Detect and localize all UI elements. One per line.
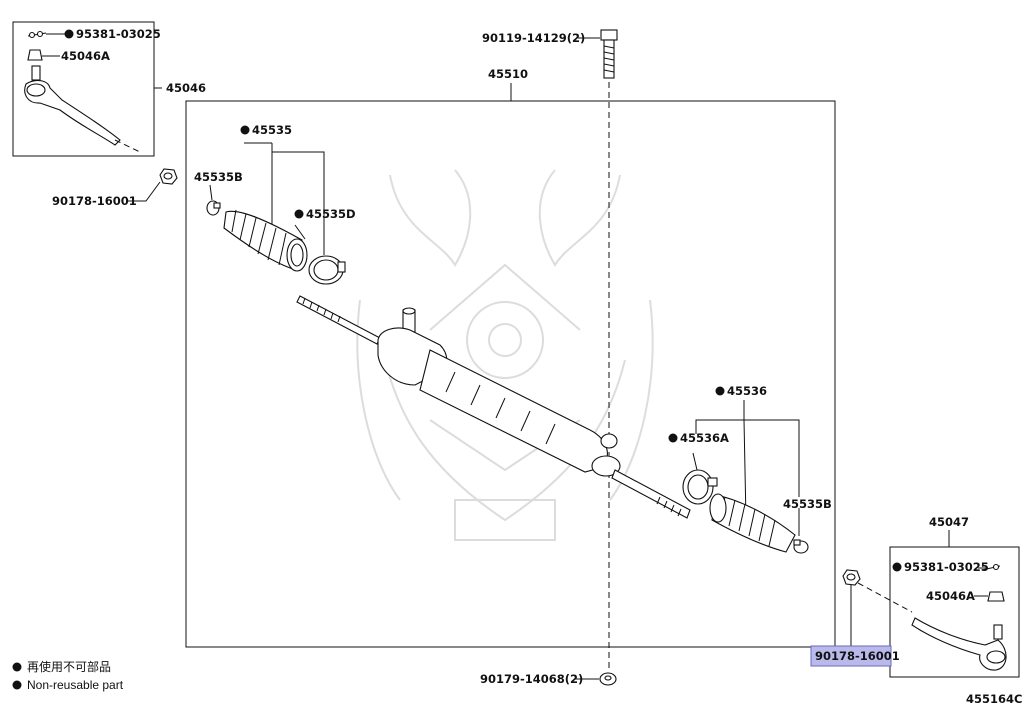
label-left-boot-kit[interactable]: 45535 [252, 123, 292, 137]
label-right-castle-nut[interactable]: 45046A [926, 589, 975, 603]
label-left-clamp-large[interactable]: 45535D [306, 207, 356, 221]
right-large-clamp-icon [682, 469, 718, 505]
gear-assembly-frame [185, 100, 836, 648]
legend-en: Non-reusable part [27, 678, 124, 692]
label-top-bolt[interactable]: 90119-14129(2) [482, 31, 585, 45]
diagram-code: 455164C [966, 692, 1022, 706]
steering-rack-icon [296, 295, 691, 519]
right-nut-icon [842, 569, 861, 586]
non-reusable-mark [892, 562, 902, 572]
non-reusable-mark [715, 386, 725, 396]
left-boot-icon [223, 209, 308, 272]
right-tie-rod-frame [889, 546, 1020, 678]
non-reusable-mark [64, 29, 74, 39]
label-gear-assembly[interactable]: 45510 [488, 67, 528, 81]
label-right-nut[interactable]: 90178-16001 [815, 649, 900, 663]
watermark-logo [356, 169, 654, 541]
right-boot-icon [709, 493, 796, 553]
non-reusable-mark [294, 209, 304, 219]
right-small-clamp-icon [793, 539, 809, 554]
left-small-clamp-icon [206, 200, 221, 216]
label-right-clamp-small[interactable]: 45535B [783, 497, 832, 511]
label-bottom-nut[interactable]: 90179-14068(2) [480, 672, 583, 686]
non-reusable-mark [240, 125, 250, 135]
non-reusable-mark [668, 433, 678, 443]
label-left-nut[interactable]: 90178-16001 [52, 194, 137, 208]
top-bolt-icon [600, 29, 618, 79]
label-right-boot-kit[interactable]: 45536 [727, 384, 767, 398]
left-nut-icon [159, 168, 178, 185]
label-left-tie-rod[interactable]: 45046 [166, 81, 206, 95]
bottom-nut-icon [599, 672, 617, 686]
legend-bullet [12, 662, 22, 672]
left-tie-rod-end-icon [24, 30, 141, 153]
right-tie-rod-end-icon [911, 563, 1007, 671]
left-tie-rod-frame [12, 21, 155, 157]
label-right-tie-rod[interactable]: 45047 [929, 515, 969, 529]
label-right-cotter[interactable]: 95381-03025 [904, 560, 989, 574]
legend-jp: 再使用不可部品 [27, 659, 111, 674]
label-left-cotter[interactable]: 95381-03025 [76, 27, 161, 41]
left-large-clamp-icon [308, 255, 346, 285]
highlight-box [810, 645, 892, 667]
label-right-clamp-large[interactable]: 45536A [680, 431, 729, 445]
label-left-clamp-small[interactable]: 45535B [194, 170, 243, 184]
label-left-castle-nut[interactable]: 45046A [61, 49, 110, 63]
legend-bullet [12, 680, 22, 690]
